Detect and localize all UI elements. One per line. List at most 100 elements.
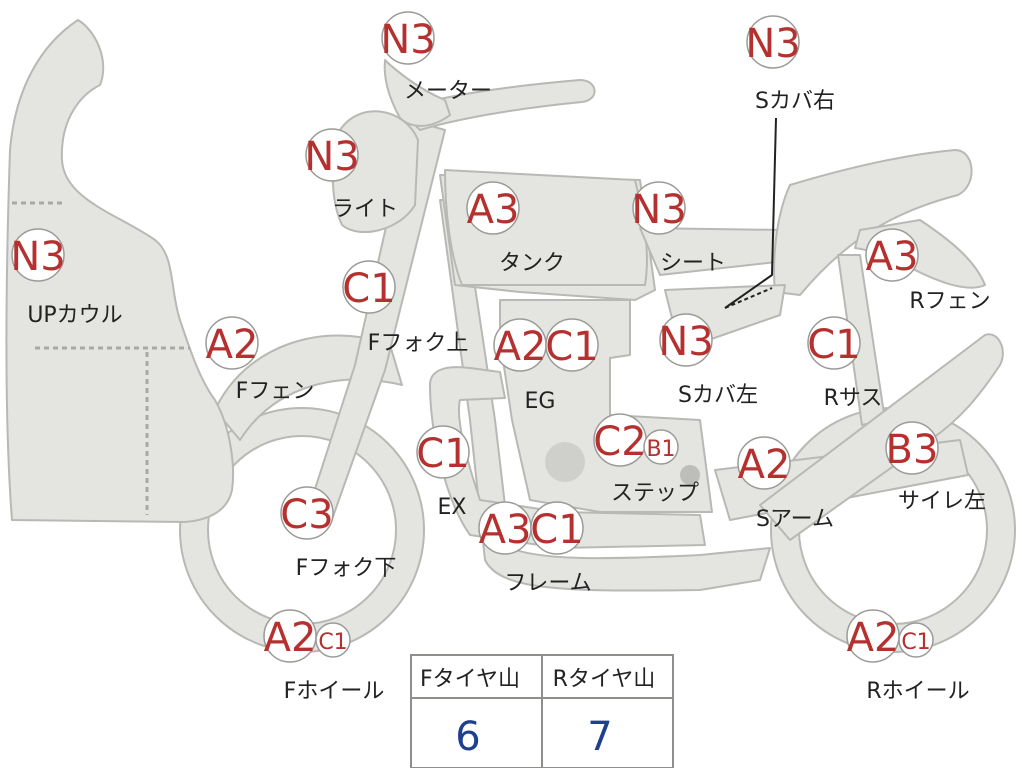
silencer-shape: [759, 333, 1004, 541]
tire-tread-table: Fタイヤ山 Rタイヤ山 6 7: [410, 654, 674, 768]
grade-text: C1: [318, 630, 347, 655]
part-step: C2 B1 ステップ: [593, 413, 699, 506]
part-front-fork-lower: C3 Fフォク下: [280, 486, 397, 581]
part-front-fender: A2 Fフェン: [205, 316, 315, 404]
part-side-cover-left: N3 Sカバ左: [658, 313, 758, 408]
part-label: Fフォク上: [368, 331, 469, 356]
part-label: フレーム: [504, 571, 591, 596]
front-tire-value: 6: [455, 714, 480, 760]
grade-text: A2: [738, 442, 791, 488]
grade-text: A2: [264, 615, 317, 661]
grade-badge: [746, 15, 800, 69]
part-label: Fフェン: [236, 379, 315, 404]
side-cover-right-pointer-dash: [724, 287, 773, 309]
grade-badge: [865, 228, 919, 282]
grade-text: C1: [545, 324, 598, 370]
grade-text: B1: [646, 437, 675, 462]
engine-cover-shape: [545, 442, 585, 482]
part-exhaust: C1 EX: [416, 425, 470, 520]
frame-shape: [439, 199, 771, 592]
part-front-wheel: A2 C1 Fホイール: [263, 609, 385, 704]
part-label: Sカバ右: [755, 89, 835, 114]
grade-badge: [11, 228, 65, 282]
grade-badge: [342, 260, 396, 314]
grade-text: A2: [494, 324, 547, 370]
grade-text: A2: [206, 322, 259, 368]
part-label: Rサス: [824, 386, 883, 411]
part-swing-arm: A2 Sアーム: [737, 436, 834, 532]
grade-text: A2: [847, 615, 900, 661]
grade-text: C3: [280, 492, 333, 538]
part-label: ライト: [332, 197, 398, 222]
grade-text: N3: [304, 134, 359, 180]
grade-badge-small: [643, 429, 679, 465]
part-frame: A3 C1 フレーム: [478, 501, 592, 596]
grade-badge: [305, 128, 359, 182]
grade-text: C1: [530, 507, 583, 553]
handlebar-shape: [399, 79, 596, 131]
grade-badge: [205, 316, 259, 370]
part-label: Rホイール: [866, 679, 969, 704]
part-seat: N3 シート: [631, 181, 726, 276]
grade-badge: [807, 316, 861, 370]
part-engine: A2 C1 EG: [493, 318, 599, 414]
part-label: EX: [438, 495, 467, 520]
part-label: シート: [660, 251, 726, 276]
part-light: N3 ライト: [304, 128, 398, 222]
part-label: メーター: [404, 79, 492, 104]
grade-badge: [280, 486, 334, 540]
part-label: Sカバ左: [678, 383, 758, 408]
grade-text: N3: [745, 21, 800, 67]
part-label: Fフォク下: [296, 556, 397, 581]
part-meter: N3 メーター: [380, 11, 492, 104]
grade-text: N3: [380, 17, 435, 63]
side-cover-right-shape: [773, 149, 973, 296]
grade-badge: [466, 181, 520, 235]
part-label: タンク: [499, 251, 565, 276]
grade-text: N3: [10, 234, 65, 280]
part-front-fork-upper: C1 Fフォク上: [342, 260, 469, 356]
part-label: Fホイール: [284, 679, 385, 704]
part-label: UPカウル: [27, 303, 122, 328]
grade-text: A3: [479, 507, 532, 553]
part-rear-wheel: A2 C1 Rホイール: [846, 609, 970, 704]
part-label: ステップ: [611, 481, 699, 506]
grade-badge: [545, 318, 599, 372]
grade-badge: [381, 11, 435, 65]
grade-badge: [416, 425, 470, 479]
grade-text: A3: [866, 234, 919, 280]
grade-badge: [885, 421, 939, 475]
grade-text: C1: [416, 431, 469, 477]
part-upper-cowl: N3 UPカウル: [10, 228, 123, 328]
meter-shape: [383, 59, 451, 127]
grade-badge: [659, 313, 713, 367]
part-side-cover-right: N3 Sカバ右: [745, 15, 835, 114]
part-label: Sアーム: [756, 507, 834, 532]
part-rear-suspension: C1 Rサス: [807, 316, 883, 411]
grade-badge-small: [315, 622, 351, 658]
part-tank: A3 タンク: [466, 181, 565, 276]
rear-tire-value: 7: [587, 714, 612, 760]
footpeg-shape: [680, 465, 700, 485]
side-cover-right-pointer: [724, 117, 777, 309]
grade-badge: [530, 501, 584, 555]
grade-text: C1: [342, 266, 395, 312]
part-label: サイレ左: [898, 489, 986, 514]
grade-text: A3: [467, 187, 520, 233]
cowl-divider-bottom: [35, 346, 190, 515]
grade-text: B3: [886, 427, 939, 473]
grade-text: C1: [807, 322, 860, 368]
grade-text: C1: [901, 630, 930, 655]
grade-badge-small: [898, 622, 934, 658]
grade-text: C2: [593, 419, 646, 465]
grade-text: N3: [658, 319, 713, 365]
front-tire-header: Fタイヤ山: [420, 667, 520, 692]
part-rear-fender: A3 Rフェン: [865, 228, 991, 314]
part-silencer-left: B3 サイレ左: [885, 421, 986, 514]
grade-badge: [737, 436, 791, 490]
part-label: EG: [525, 389, 556, 414]
upper-cowl-shape: [5, 19, 235, 523]
rear-tire-header: Rタイヤ山: [553, 667, 656, 692]
part-label: Rフェン: [909, 289, 990, 314]
